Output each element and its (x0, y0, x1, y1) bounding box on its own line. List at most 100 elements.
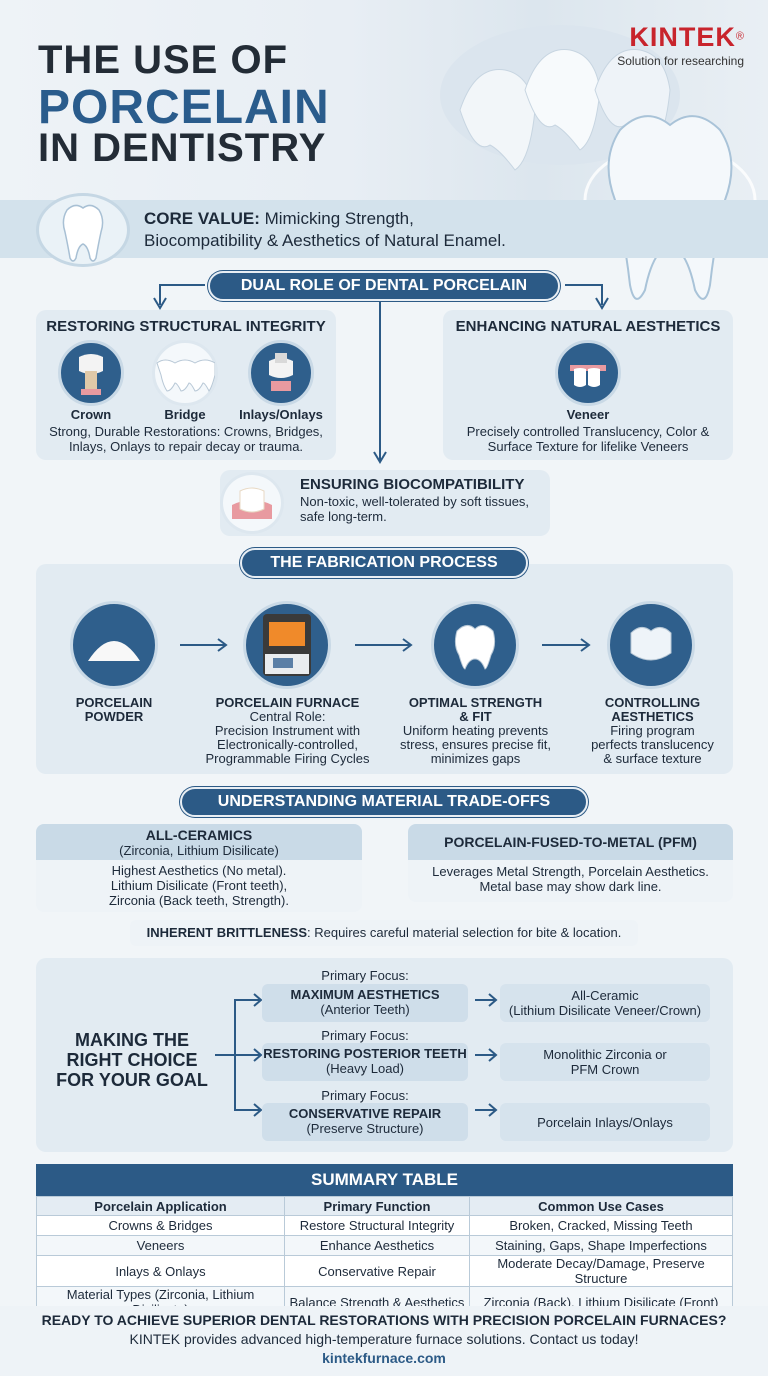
title-line-3: IN DENTISTRY (38, 126, 327, 170)
brittleness-text: : Requires careful material selection fo… (307, 925, 622, 940)
result-posterior: Monolithic Zirconia or PFM Crown (500, 1043, 710, 1081)
brand-logo[interactable]: KINTEK® Solution for researching (617, 22, 744, 68)
result-aesthetics-1: All-Ceramic (571, 988, 639, 1003)
step-aesthetics-title-2: AESTHETICS (611, 709, 694, 724)
brittleness-note: INHERENT BRITTLENESS: Requires careful m… (130, 920, 638, 946)
choice-heading-3: FOR YOUR GOAL (56, 1070, 208, 1090)
goal-aesthetics-title: MAXIMUM AESTHETICS (290, 987, 440, 1002)
tradeoffs-heading: UNDERSTANDING MATERIAL TRADE-OFFS (180, 787, 588, 817)
all-ceramics-line-1: Highest Aesthetics (No metal). (111, 863, 287, 878)
goal-posterior-sub: (Heavy Load) (325, 1061, 405, 1076)
goal-conservative-title: CONSERVATIVE REPAIR (288, 1106, 442, 1121)
title-line-1: THE USE OF (38, 38, 289, 82)
gum-tooth-icon (220, 472, 284, 534)
step-aesthetics-desc-3: & surface texture (603, 751, 702, 766)
choice-connectors (215, 993, 498, 1117)
focus-label-1: Primary Focus: (321, 968, 409, 983)
step-strength-title-2: & FIT (459, 709, 492, 724)
step-aesthetics-title-1: CONTROLLING (604, 695, 701, 710)
brittleness-label: INHERENT BRITTLENESS (146, 925, 307, 940)
table-cell: Veneers (36, 1235, 285, 1256)
core-value-label: CORE VALUE: (144, 209, 260, 228)
all-ceramics-card: ALL-CERAMICS (Zirconia, Lithium Disilica… (36, 824, 362, 912)
table-row: Inlays & Onlays Conservative Repair Mode… (36, 1255, 733, 1287)
step-powder-title-2: POWDER (84, 709, 144, 724)
choice-heading-1: MAKING THE (75, 1030, 189, 1050)
dual-role-heading: DUAL ROLE OF DENTAL PORCELAIN (208, 271, 560, 301)
table-cell: Broken, Cracked, Missing Teeth (469, 1215, 733, 1236)
structural-desc-2: Inlays, Onlays to repair decay or trauma… (68, 439, 304, 454)
table-row: Crowns & Bridges Restore Structural Inte… (36, 1215, 733, 1236)
goal-aesthetics-sub: (Anterior Teeth) (320, 1002, 410, 1017)
biocompat-desc-2: safe long-term. (300, 509, 387, 524)
biocompat-title: ENSURING BIOCOMPATIBILITY (300, 476, 525, 493)
pfm-line-1: Leverages Metal Strength, Porcelain Aest… (432, 864, 709, 879)
goal-posterior-title: RESTORING POSTERIOR TEETH (263, 1046, 467, 1061)
core-value-text: CORE VALUE: Mimicking Strength, Biocompa… (144, 208, 506, 252)
result-aesthetics: All-Ceramic (Lithium Disilicate Veneer/C… (500, 984, 710, 1022)
structural-desc-1: Strong, Durable Restorations: Crowns, Br… (49, 424, 323, 439)
footer-url-link[interactable]: kintekfurnace.com (322, 1350, 446, 1366)
table-cell: Conservative Repair (284, 1255, 470, 1287)
goal-aesthetics[interactable]: MAXIMUM AESTHETICS (Anterior Teeth) (262, 984, 468, 1022)
result-conservative-1: Porcelain Inlays/Onlays (537, 1114, 673, 1130)
table-cell: Inlays & Onlays (36, 1255, 285, 1287)
step-furnace-desc-4: Programmable Firing Cycles (205, 751, 370, 766)
choice-heading-2: RIGHT CHOICE (66, 1050, 198, 1070)
pfm-line-2: Metal base may show dark line. (479, 879, 662, 894)
step-powder-title-1: PORCELAIN (75, 695, 153, 710)
goal-posterior[interactable]: RESTORING POSTERIOR TEETH (Heavy Load) (262, 1043, 468, 1081)
step-furnace-title: PORCELAIN FURNACE (215, 695, 360, 710)
inlays-onlays-label: Inlays/Onlays (239, 407, 323, 422)
step-powder: PORCELAIN POWDER (50, 696, 178, 724)
pfm-body: Leverages Metal Strength, Porcelain Aest… (408, 860, 733, 902)
all-ceramics-subtitle: (Zirconia, Lithium Disilicate) (119, 843, 279, 858)
focus-label-3: Primary Focus: (321, 1088, 409, 1103)
summary-table: Porcelain Application Primary Function C… (36, 1196, 733, 1318)
title-line-2: PORCELAIN (38, 81, 330, 134)
summary-table-section: SUMMARY TABLE Porcelain Application Prim… (36, 1164, 733, 1318)
bridge-icon (152, 340, 218, 406)
step-strength-title-1: OPTIMAL STRENGTH (408, 695, 543, 710)
table-cell: Staining, Gaps, Shape Imperfections (469, 1235, 733, 1256)
table-cell: Moderate Decay/Damage, Preserve Structur… (469, 1255, 733, 1287)
core-value-line-2: Biocompatibility & Aesthetics of Natural… (144, 231, 506, 250)
footer-cta: READY TO ACHIEVE SUPERIOR DENTAL RESTORA… (0, 1306, 768, 1376)
bridge-label: Bridge (164, 407, 206, 422)
veneer-label: Veneer (566, 407, 610, 422)
crown-icon (58, 340, 124, 406)
footer-cta-text: READY TO ACHIEVE SUPERIOR DENTAL RESTORA… (41, 1312, 727, 1328)
brand-name: KINTEK (629, 22, 736, 52)
veneer-icon (555, 340, 621, 406)
table-cell: Crowns & Bridges (36, 1215, 285, 1236)
step-furnace-desc-3: Electronically-controlled, (217, 737, 358, 752)
all-ceramics-title: ALL-CERAMICS (145, 827, 253, 843)
crown-cap-icon (607, 601, 695, 689)
table-row: Veneers Enhance Aesthetics Staining, Gap… (36, 1235, 733, 1256)
pfm-card: PORCELAIN-FUSED-TO-METAL (PFM) Leverages… (408, 824, 733, 902)
focus-label-2: Primary Focus: (321, 1028, 409, 1043)
col-function: Primary Function (284, 1196, 470, 1216)
summary-header-row: Porcelain Application Primary Function C… (36, 1196, 733, 1216)
aesthetics-title: ENHANCING NATURAL AESTHETICS (455, 318, 721, 335)
brand-tagline: Solution for researching (617, 54, 744, 68)
powder-icon (70, 601, 158, 689)
tooth-icon (62, 204, 104, 262)
structural-integrity-card: RESTORING STRUCTURAL INTEGRITY Crown Bri… (36, 310, 336, 460)
pfm-header: PORCELAIN-FUSED-TO-METAL (PFM) (408, 824, 733, 860)
result-aesthetics-2: (Lithium Disilicate Veneer/Crown) (508, 1003, 702, 1018)
biocompat-desc-1: Non-toxic, well-tolerated by soft tissue… (300, 494, 530, 509)
biocompat-desc: Non-toxic, well-tolerated by soft tissue… (300, 494, 529, 524)
all-ceramics-line-3: Zirconia (Back teeth, Strength). (109, 893, 289, 908)
core-value-line-1: Mimicking Strength, (259, 209, 414, 228)
step-strength-desc-1: Uniform heating prevents (402, 723, 549, 738)
biocompatibility-card: ENSURING BIOCOMPATIBILITY Non-toxic, wel… (220, 470, 550, 536)
structural-title: RESTORING STRUCTURAL INTEGRITY (46, 318, 326, 335)
step-furnace-desc-1: Central Role: (249, 709, 326, 724)
result-conservative: Porcelain Inlays/Onlays (500, 1103, 710, 1141)
crown-label: Crown (70, 407, 112, 422)
goal-conservative[interactable]: CONSERVATIVE REPAIR (Preserve Structure) (262, 1103, 468, 1141)
all-ceramics-body: Highest Aesthetics (No metal). Lithium D… (36, 860, 362, 912)
molar-icon (431, 601, 519, 689)
natural-aesthetics-card: ENHANCING NATURAL AESTHETICS Veneer Prec… (443, 310, 733, 460)
